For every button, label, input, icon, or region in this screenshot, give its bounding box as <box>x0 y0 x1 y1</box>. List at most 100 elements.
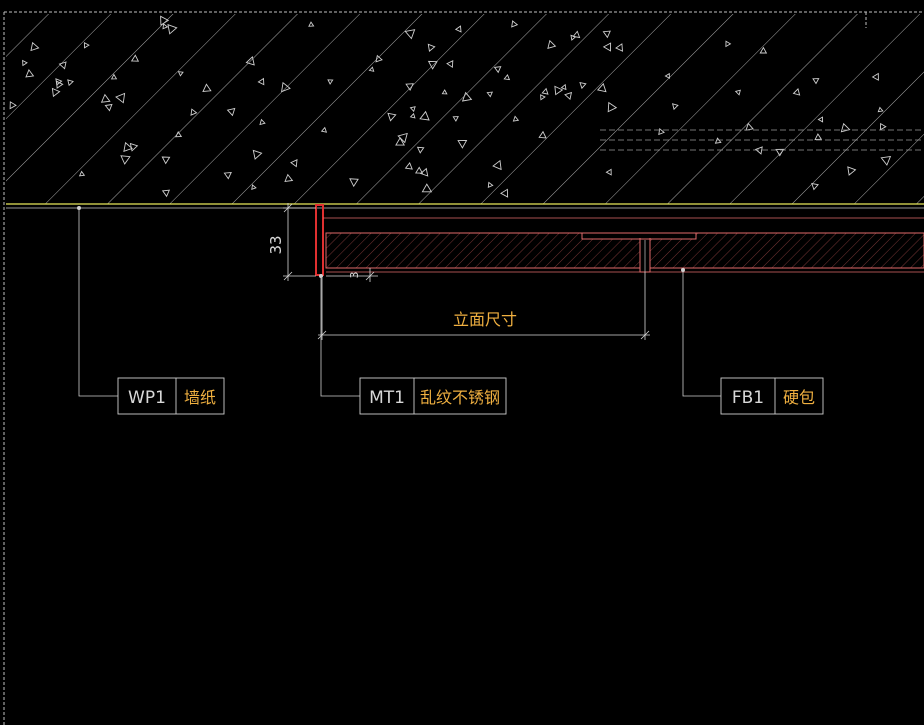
aggregate-triangle <box>223 171 232 180</box>
aggregate-triangle <box>162 23 169 30</box>
aggregate-triangle <box>596 82 607 93</box>
aggregate-triangle <box>547 39 557 49</box>
aggregate-triangle <box>503 74 511 81</box>
aggregate-triangle <box>792 88 801 96</box>
aggregate-triangle <box>538 130 547 139</box>
aggregate-triangle <box>602 42 612 52</box>
aggregate-triangle <box>512 115 520 122</box>
dimension-width-label: 立面尺寸 <box>453 310 517 329</box>
aggregate-triangle <box>759 46 768 54</box>
aggregate-triangle <box>427 43 436 52</box>
aggregate-triangle <box>814 133 823 141</box>
aggregate-triangle <box>404 162 413 170</box>
aggregate-triangle <box>226 107 236 117</box>
tag-wp1[interactable]: WP1 墙纸 <box>117 377 225 415</box>
aggregate-triangle <box>840 122 851 133</box>
aggregate-triangle <box>245 56 255 66</box>
aggregate-triangle <box>605 168 612 176</box>
dimension-gap-label: 3 <box>348 272 361 279</box>
aggregate-triangle <box>284 173 294 183</box>
dimension-gap <box>326 268 378 282</box>
aggregate-triangle <box>446 60 454 69</box>
aggregate-triangle <box>129 142 139 152</box>
aggregate-triangle <box>725 40 732 48</box>
aggregate-triangle <box>51 87 61 98</box>
aggregate-triangle <box>572 30 581 39</box>
aggregate-triangle <box>160 15 170 26</box>
aggregate-triangle <box>30 41 40 52</box>
aggregate-triangle <box>880 122 887 131</box>
aggregate-triangle <box>252 149 263 160</box>
aggregate-triangle <box>493 66 502 74</box>
aggregate-triangle <box>83 41 90 49</box>
aggregate-triangle <box>415 166 424 174</box>
aggregate-triangle <box>486 91 494 98</box>
aggregate-triangle <box>419 167 429 177</box>
aggregate-triangle <box>754 146 763 155</box>
aggregate-triangle <box>368 66 375 72</box>
aggregate-triangle <box>405 83 414 91</box>
aggregate-triangle <box>281 81 291 93</box>
aggregate-triangle <box>416 146 425 154</box>
concrete-aggregate <box>9 15 892 198</box>
aggregate-triangle <box>409 106 416 113</box>
aggregate-triangle <box>397 132 408 144</box>
aggregate-triangle <box>775 148 785 157</box>
aggregate-triangle <box>202 83 212 93</box>
aggregate-triangle <box>9 101 17 110</box>
tag-mt1[interactable]: MT1 乱纹不锈钢 <box>359 377 507 415</box>
aggregate-triangle <box>55 78 63 86</box>
aggregate-triangle <box>671 103 679 111</box>
aggregate-triangle <box>812 78 820 85</box>
dimension-width <box>317 272 650 340</box>
aggregate-triangle <box>167 24 178 35</box>
aggregate-triangle <box>257 77 265 86</box>
aggregate-triangle <box>375 54 383 63</box>
aggregate-triangle <box>190 108 198 116</box>
aggregate-triangle <box>664 72 670 79</box>
tag-wp1-code: WP1 <box>128 388 166 408</box>
aggregate-triangle <box>110 73 118 80</box>
aggregate-triangle <box>58 61 67 70</box>
aggregate-triangle <box>115 92 126 104</box>
tag-mt1-code: MT1 <box>369 388 405 408</box>
aggregate-triangle <box>421 183 433 193</box>
aggregate-triangle <box>811 182 819 191</box>
aggregate-triangle <box>104 103 113 112</box>
wall-surface-line <box>6 203 924 209</box>
aggregate-triangle <box>100 93 111 103</box>
aggregate-triangle <box>734 89 741 96</box>
aggregate-triangle <box>541 87 549 95</box>
hard-pack-panels <box>325 232 924 273</box>
concrete-slab <box>6 14 924 204</box>
aggregate-triangle <box>259 118 266 126</box>
aggregate-triangle <box>564 91 573 101</box>
aggregate-triangle <box>177 71 184 77</box>
tag-mt1-name: 乱纹不锈钢 <box>420 388 500 407</box>
aggregate-triangle <box>461 91 473 102</box>
aggregate-triangle <box>554 85 564 96</box>
aggregate-triangle <box>602 30 611 39</box>
aggregate-triangle <box>615 43 624 52</box>
aggregate-triangle <box>161 156 171 165</box>
tag-fb1[interactable]: FB1 硬包 <box>720 377 824 415</box>
aggregate-triangle <box>457 140 468 149</box>
dimension-height-label: 33 <box>267 235 285 254</box>
aggregate-triangle <box>25 68 35 78</box>
aggregate-triangle <box>871 72 879 81</box>
aggregate-triangle <box>78 170 86 177</box>
aggregate-triangle <box>877 106 884 113</box>
aggregate-triangle <box>130 54 140 62</box>
aggregate-triangle <box>607 101 618 113</box>
tag-fb1-name: 硬包 <box>783 388 815 407</box>
leader-dots <box>77 206 685 278</box>
aggregate-triangle <box>251 184 257 190</box>
aggregate-triangle <box>540 94 546 101</box>
aggregate-triangle <box>745 122 754 131</box>
aggregate-triangle <box>658 127 665 136</box>
tag-wp1-name: 墙纸 <box>184 388 216 407</box>
aggregate-triangle <box>817 116 824 123</box>
aggregate-triangle <box>320 126 328 133</box>
aggregate-triangle <box>847 166 857 176</box>
aggregate-triangle <box>570 34 577 41</box>
